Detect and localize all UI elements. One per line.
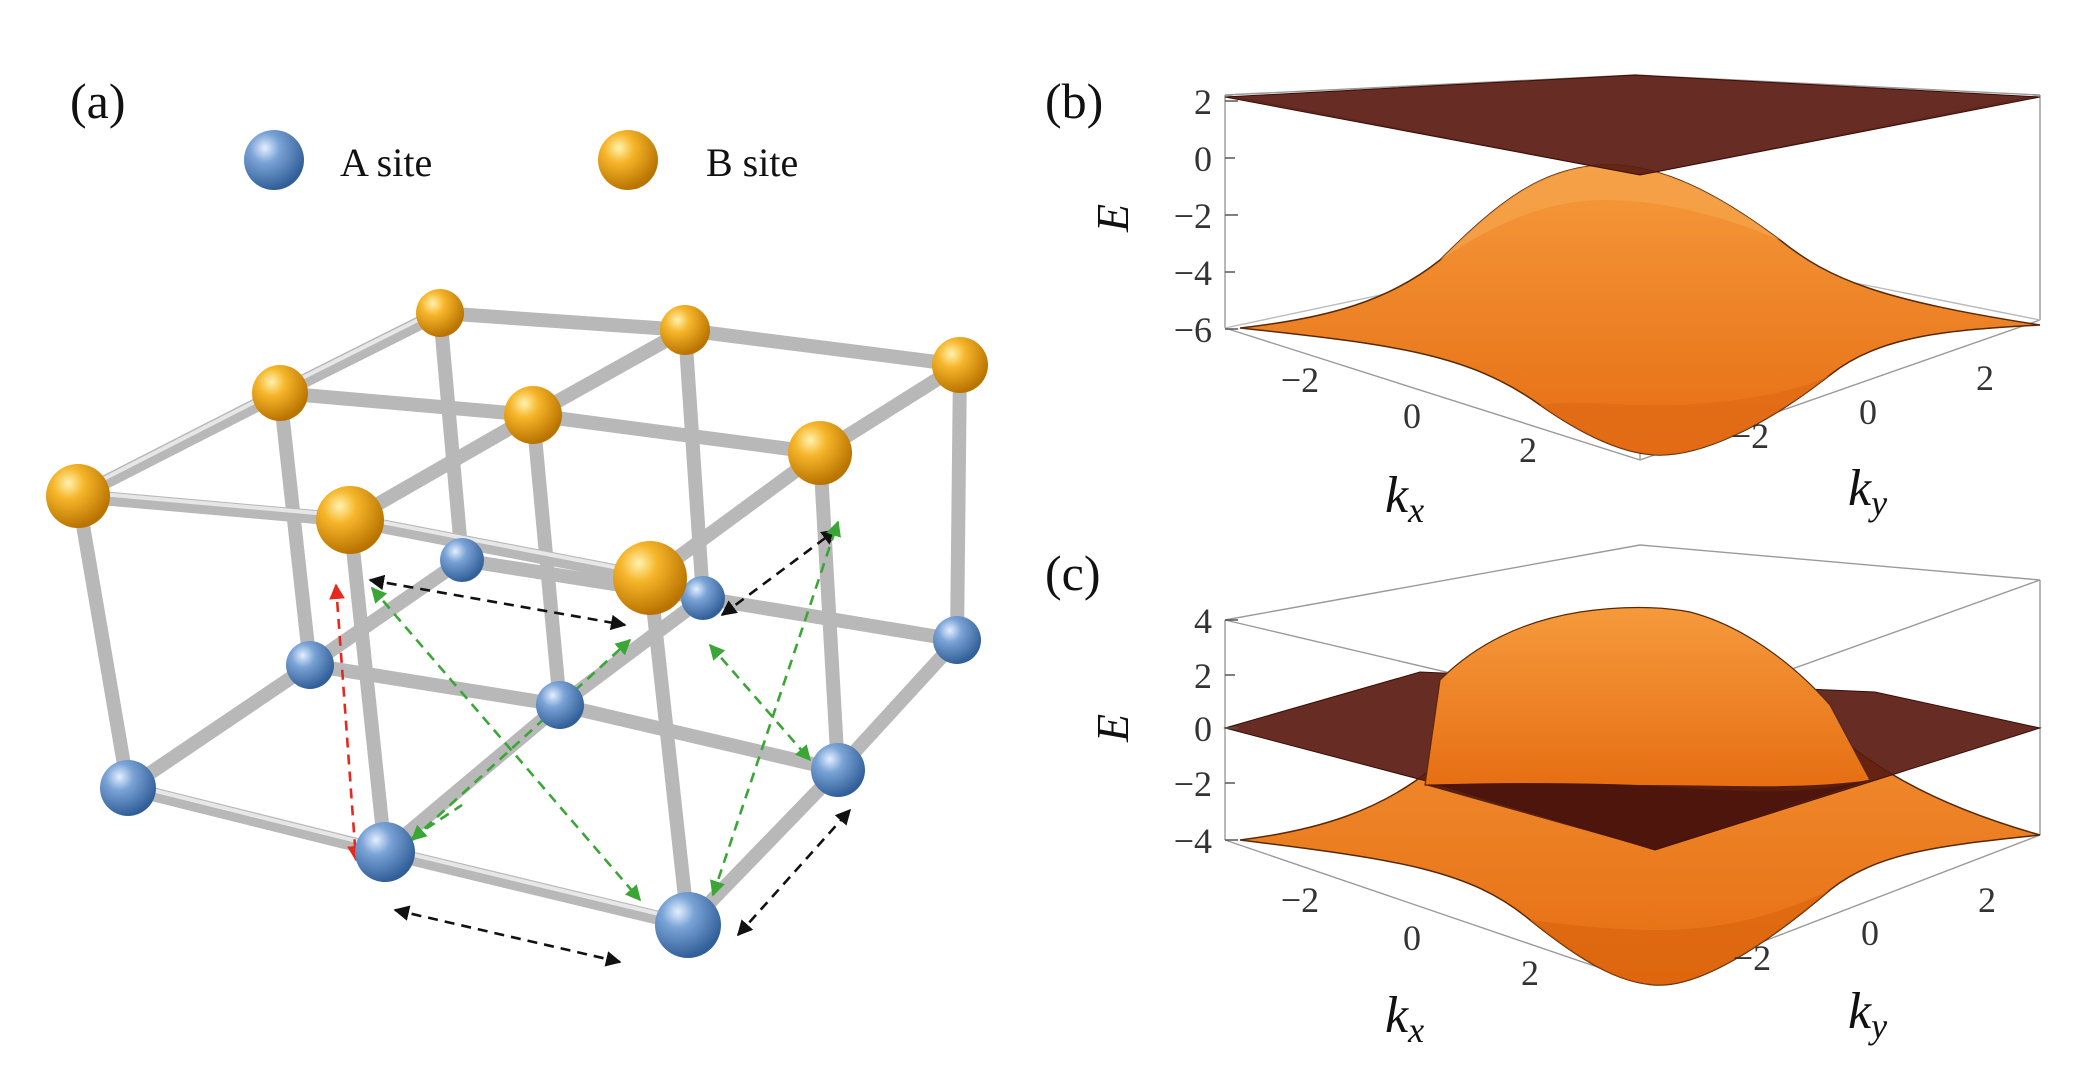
legend-b-site-label: B site — [706, 140, 798, 185]
legend: A site B site — [244, 130, 798, 190]
legend-a-site-marker — [244, 130, 304, 190]
panel-b-k-axes: −2 0 2 −2 0 2 kx ky — [1281, 358, 1994, 530]
panel-c-ky-axis-label: ky — [1848, 983, 1887, 1046]
panel-c-z-tick: −2 — [1174, 764, 1212, 804]
panel-b-e-axis-label: E — [1087, 204, 1138, 233]
b-site — [613, 541, 687, 615]
b-site — [316, 486, 384, 554]
panel-b-kx-tick: −2 — [1281, 360, 1319, 400]
panel-b-ky-tick: 0 — [1859, 392, 1877, 432]
panel-b-ky-tick: −2 — [1731, 416, 1769, 456]
panel-b-z-tick: −4 — [1174, 253, 1212, 293]
b-site — [932, 337, 988, 393]
a-site — [355, 822, 415, 882]
panel-c-kx-axis-label: kx — [1385, 987, 1424, 1050]
panel-b-flat-band — [1224, 74, 2041, 176]
panel-c-ky-tick: 2 — [1978, 880, 1996, 920]
panel-b-dispersive-band — [1239, 164, 2041, 456]
panel-c-z-tick: −4 — [1174, 821, 1212, 861]
panel-c-z-tick: 0 — [1194, 709, 1212, 749]
b-site — [504, 386, 562, 444]
b-sites — [46, 289, 988, 615]
panel-c-e-axis-label: E — [1087, 714, 1138, 743]
panel-c-ky-tick: 0 — [1861, 913, 1879, 953]
a-site — [286, 641, 334, 689]
a-site — [440, 538, 484, 582]
b-site — [416, 289, 464, 337]
a-site — [536, 681, 584, 729]
panel-c-kx-tick: 2 — [1521, 953, 1539, 993]
panel-c-kx-tick: 0 — [1403, 918, 1421, 958]
panel-c-kx-tick: −2 — [1281, 880, 1319, 920]
panel-b-z-axis: 2 0 −2 −4 −6 E — [1087, 82, 1238, 350]
panel-a: (a) A site B site — [46, 73, 988, 967]
panel-c-flat-band-front — [1425, 780, 1870, 850]
panel-b-kx-tick: 2 — [1519, 430, 1537, 470]
a-site — [655, 892, 721, 958]
hop-arrow-black-2 — [736, 808, 852, 937]
panel-b-z-tick: −2 — [1174, 196, 1212, 236]
panel-b-z-tick: −6 — [1174, 310, 1212, 350]
panel-c: (c) — [1045, 544, 2042, 1050]
panel-b-ky-tick: 2 — [1976, 358, 1994, 398]
panel-b: (b) — [1045, 73, 2041, 530]
hopping-arrows — [329, 520, 852, 967]
panel-c-ky-tick: −2 — [1733, 938, 1771, 978]
panel-c-label: (c) — [1045, 545, 1101, 601]
b-site — [252, 365, 308, 421]
panel-b-kx-axis-label: kx — [1385, 467, 1424, 530]
hop-arrow-black-1 — [393, 905, 622, 967]
b-site — [660, 305, 710, 355]
panel-c-band-crest — [1424, 606, 1871, 793]
panel-c-z-tick: 2 — [1194, 656, 1212, 696]
a-sites — [100, 538, 981, 958]
panel-c-z-tick: 4 — [1194, 601, 1212, 641]
a-site — [811, 743, 865, 797]
panel-c-z-axis: 4 2 0 −2 −4 E — [1087, 601, 1238, 861]
panel-c-k-axes: −2 0 2 −2 0 2 kx ky — [1281, 880, 1996, 1050]
hop-arrow-red — [329, 583, 363, 862]
b-site — [46, 464, 110, 528]
legend-a-site-label: A site — [340, 140, 432, 185]
hop-arrow-black-4 — [720, 528, 838, 617]
a-site — [100, 760, 156, 816]
a-site — [681, 576, 725, 620]
a-site — [933, 616, 981, 664]
panel-b-z-tick: 2 — [1194, 82, 1212, 122]
panel-b-ky-axis-label: ky — [1848, 460, 1887, 523]
b-site — [788, 421, 852, 485]
hop-arrow-green-2 — [410, 638, 632, 842]
hop-arrow-green-4 — [710, 520, 841, 897]
panel-a-label: (a) — [70, 73, 126, 129]
panel-b-z-tick: 0 — [1194, 139, 1212, 179]
panel-b-label: (b) — [1045, 73, 1103, 129]
panel-b-kx-tick: 0 — [1403, 396, 1421, 436]
legend-b-site-marker — [598, 130, 658, 190]
